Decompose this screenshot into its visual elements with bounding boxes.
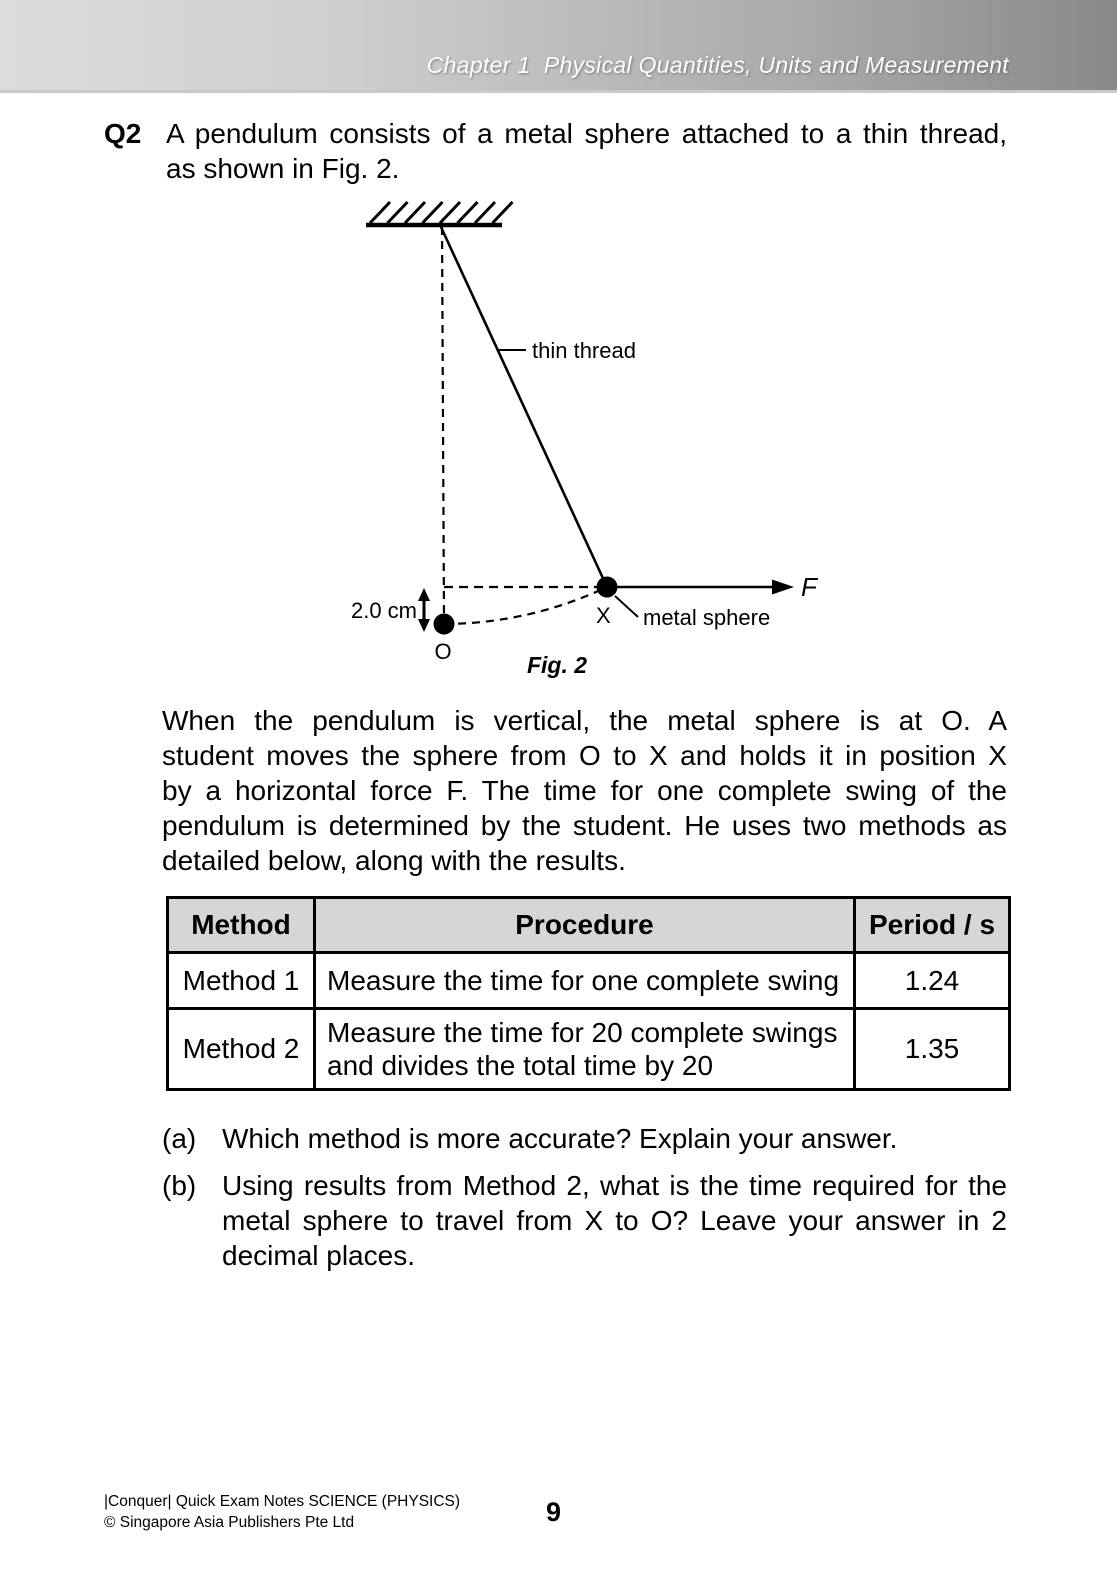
question-intro-line: as shown in Fig. 2. — [166, 153, 400, 184]
part-line: Using results from Method 2, what is the… — [222, 1170, 1007, 1201]
method-cell: Method 2 — [166, 1007, 316, 1091]
period-cell: 1.35 — [853, 1007, 1011, 1091]
chapter-header-band: Chapter 1 Physical Quantities, Units and… — [0, 0, 1117, 93]
table-row: Method 2 Measure the time for 20 complet… — [166, 1007, 1011, 1091]
results-table: Method Procedure Period / s Method 1 Mea… — [166, 896, 1011, 1091]
body-line: student moves the sphere from O to X and… — [162, 740, 1007, 771]
body-line: When the pendulum is vertical, the metal… — [162, 705, 1007, 736]
thin-thread-label: thin thread — [532, 338, 636, 363]
procedure-line: Measure the time for one complete swing — [327, 965, 840, 996]
pendulum-figure: thin thread F X metal sphere 2.0 cm O Fi… — [351, 200, 819, 678]
point-o-label: O — [434, 639, 451, 664]
metal-sphere-label: metal sphere — [643, 605, 770, 630]
page-number: 9 — [546, 1497, 562, 1527]
figure-caption: Fig. 2 — [527, 652, 587, 678]
part-text: Which method is more accurate? Explain y… — [222, 1121, 1007, 1156]
procedure-cell: Measure the time for 20 complete swings … — [313, 1007, 856, 1091]
procedure-line: and divides the total time by 20 — [327, 1050, 714, 1081]
distance-double-arrow — [418, 588, 430, 632]
sphere-leader-line — [614, 595, 639, 618]
part-line: Which method is more accurate? Explain y… — [222, 1123, 898, 1154]
table-row: Method 1 Measure the time for one comple… — [166, 951, 1011, 1010]
body-line: detailed below, along with the results. — [162, 845, 626, 876]
body-line: by a horizontal force F. The time for on… — [162, 775, 1007, 806]
question-number: Q2 — [104, 118, 142, 149]
footer-imprint: |Conquer| Quick Exam Notes SCIENCE (PHYS… — [104, 1491, 460, 1533]
question-part-a: (a) Which method is more accurate? Expla… — [162, 1121, 1007, 1156]
procedure-line: Measure the time for 20 complete swings — [327, 1017, 838, 1048]
question-body-paragraph: When the pendulum is vertical, the metal… — [162, 703, 1007, 878]
force-label: F — [801, 572, 819, 602]
part-line: metal sphere to travel from X to O? Leav… — [222, 1205, 1007, 1236]
sphere-at-o — [433, 613, 455, 635]
point-x-label: X — [596, 603, 611, 628]
table-header-row: Method Procedure Period / s — [166, 896, 1011, 954]
thread-line — [439, 226, 609, 588]
period-cell: 1.24 — [853, 951, 1011, 1010]
chapter-title: Chapter 1 Physical Quantities, Units and… — [426, 52, 1009, 78]
body-line: pendulum is determined by the student. H… — [162, 810, 1007, 841]
question-part-b: (b) Using results from Method 2, what is… — [162, 1168, 1007, 1273]
procedure-cell: Measure the time for one complete swing — [313, 951, 856, 1010]
header-period: Period / s — [853, 896, 1011, 954]
ceiling-hatching — [368, 200, 514, 225]
header-procedure: Procedure — [313, 896, 856, 954]
question-q2: Q2 A pendulum consists of a metal sphere… — [104, 116, 1009, 186]
force-arrowhead — [772, 579, 794, 595]
imprint-line: |Conquer| Quick Exam Notes SCIENCE (PHYS… — [104, 1493, 461, 1510]
vertical-dashed-line — [440, 226, 446, 621]
header-method: Method — [166, 896, 316, 954]
part-line: decimal places. — [222, 1240, 415, 1271]
method-cell: Method 1 — [166, 951, 316, 1010]
part-label: (a) — [162, 1123, 197, 1154]
sphere-at-x — [596, 576, 618, 598]
part-label: (b) — [162, 1170, 197, 1201]
imprint-line: © Singapore Asia Publishers Pte Ltd — [104, 1514, 355, 1531]
question-intro-line: A pendulum consists of a metal sphere at… — [166, 118, 1007, 149]
distance-label: 2.0 cm — [351, 598, 417, 623]
swing-arc — [443, 586, 608, 626]
part-text: Using results from Method 2, what is the… — [222, 1168, 1007, 1273]
question-intro: A pendulum consists of a metal sphere at… — [166, 116, 1007, 186]
